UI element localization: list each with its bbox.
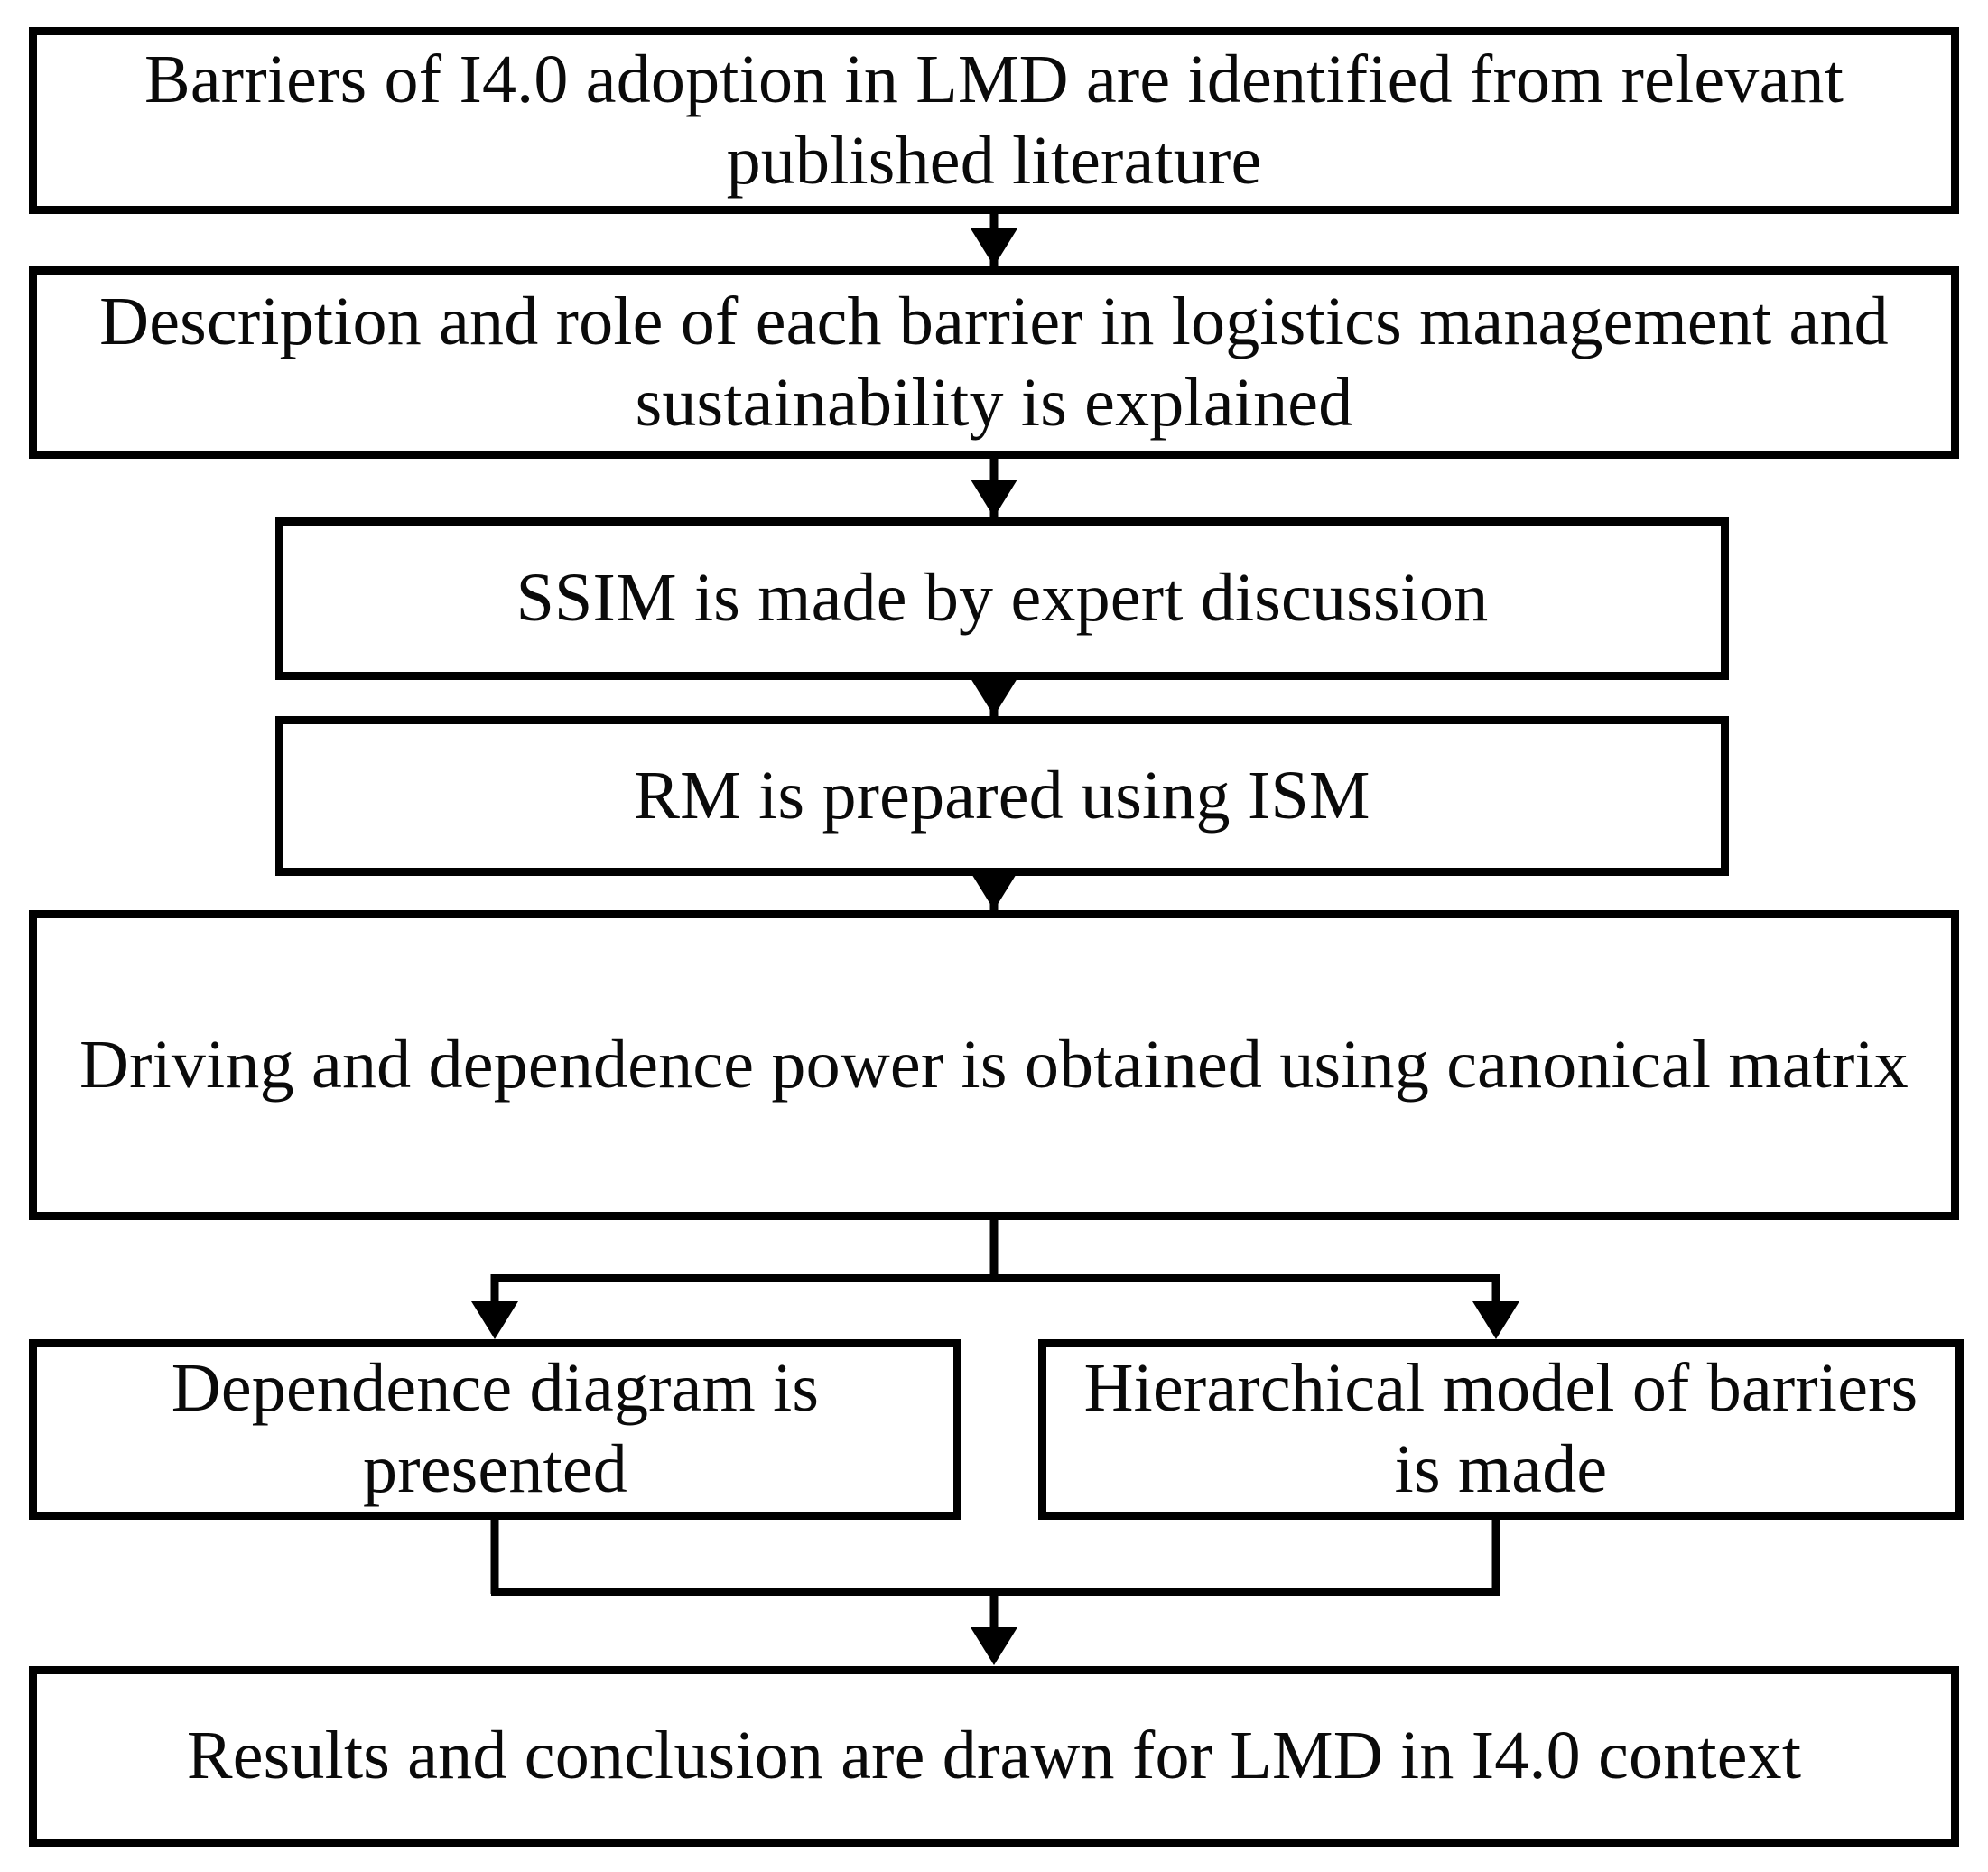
edge-line [989,459,999,517]
edge-line-right-leg [1491,1520,1500,1594]
flow-node-label: Driving and dependence power is obtained… [79,1026,1909,1103]
flow-node-driving-dependence-power[interactable]: Driving and dependence power is obtained… [29,910,1959,1220]
arrow-down-icon [971,872,1017,910]
edge-line-left-leg [490,1274,499,1305]
edge-line-bar [491,1274,1500,1282]
flow-node-label: Description and role of each barrier in … [99,283,1889,441]
arrow-down-icon [971,1627,1017,1665]
arrow-down-icon [971,480,1017,517]
flow-node-label: Results and conclusion are drawn for LMD… [186,1718,1802,1794]
arrow-down-icon [971,678,1017,716]
arrow-down-icon [1472,1301,1519,1339]
edge-line [989,680,999,716]
flow-node-label: Hierarchical model of barriers is made [1083,1350,1918,1507]
flow-node-label: RM is prepared using ISM [634,757,1370,834]
edge-line [989,876,999,910]
edge-line-left-leg [490,1520,499,1594]
edge-line-stem [989,1220,999,1281]
edge-line-bar [491,1588,1500,1596]
arrow-down-icon [971,228,1017,266]
arrow-down-icon [471,1301,518,1339]
flow-node-dependence-diagram[interactable]: Dependence diagram is presented [29,1339,961,1520]
flow-node-ssim[interactable]: SSIM is made by expert discussion [275,517,1729,680]
edge-line [989,214,999,266]
flow-node-label: Barriers of I4.0 adoption in LMD are ide… [144,41,1844,199]
flow-node-label: SSIM is made by expert discussion [516,560,1489,637]
flow-node-description[interactable]: Description and role of each barrier in … [29,266,1959,459]
flow-node-results-conclusion[interactable]: Results and conclusion are drawn for LMD… [29,1666,1959,1847]
flow-node-hierarchical-model[interactable]: Hierarchical model of barriers is made [1038,1339,1964,1520]
edge-line-stem [989,1588,999,1633]
flow-node-barriers[interactable]: Barriers of I4.0 adoption in LMD are ide… [29,27,1959,214]
edge-line-right-leg [1491,1274,1500,1305]
flow-node-rm[interactable]: RM is prepared using ISM [275,716,1729,876]
flow-node-label: Dependence diagram is presented [171,1350,820,1507]
